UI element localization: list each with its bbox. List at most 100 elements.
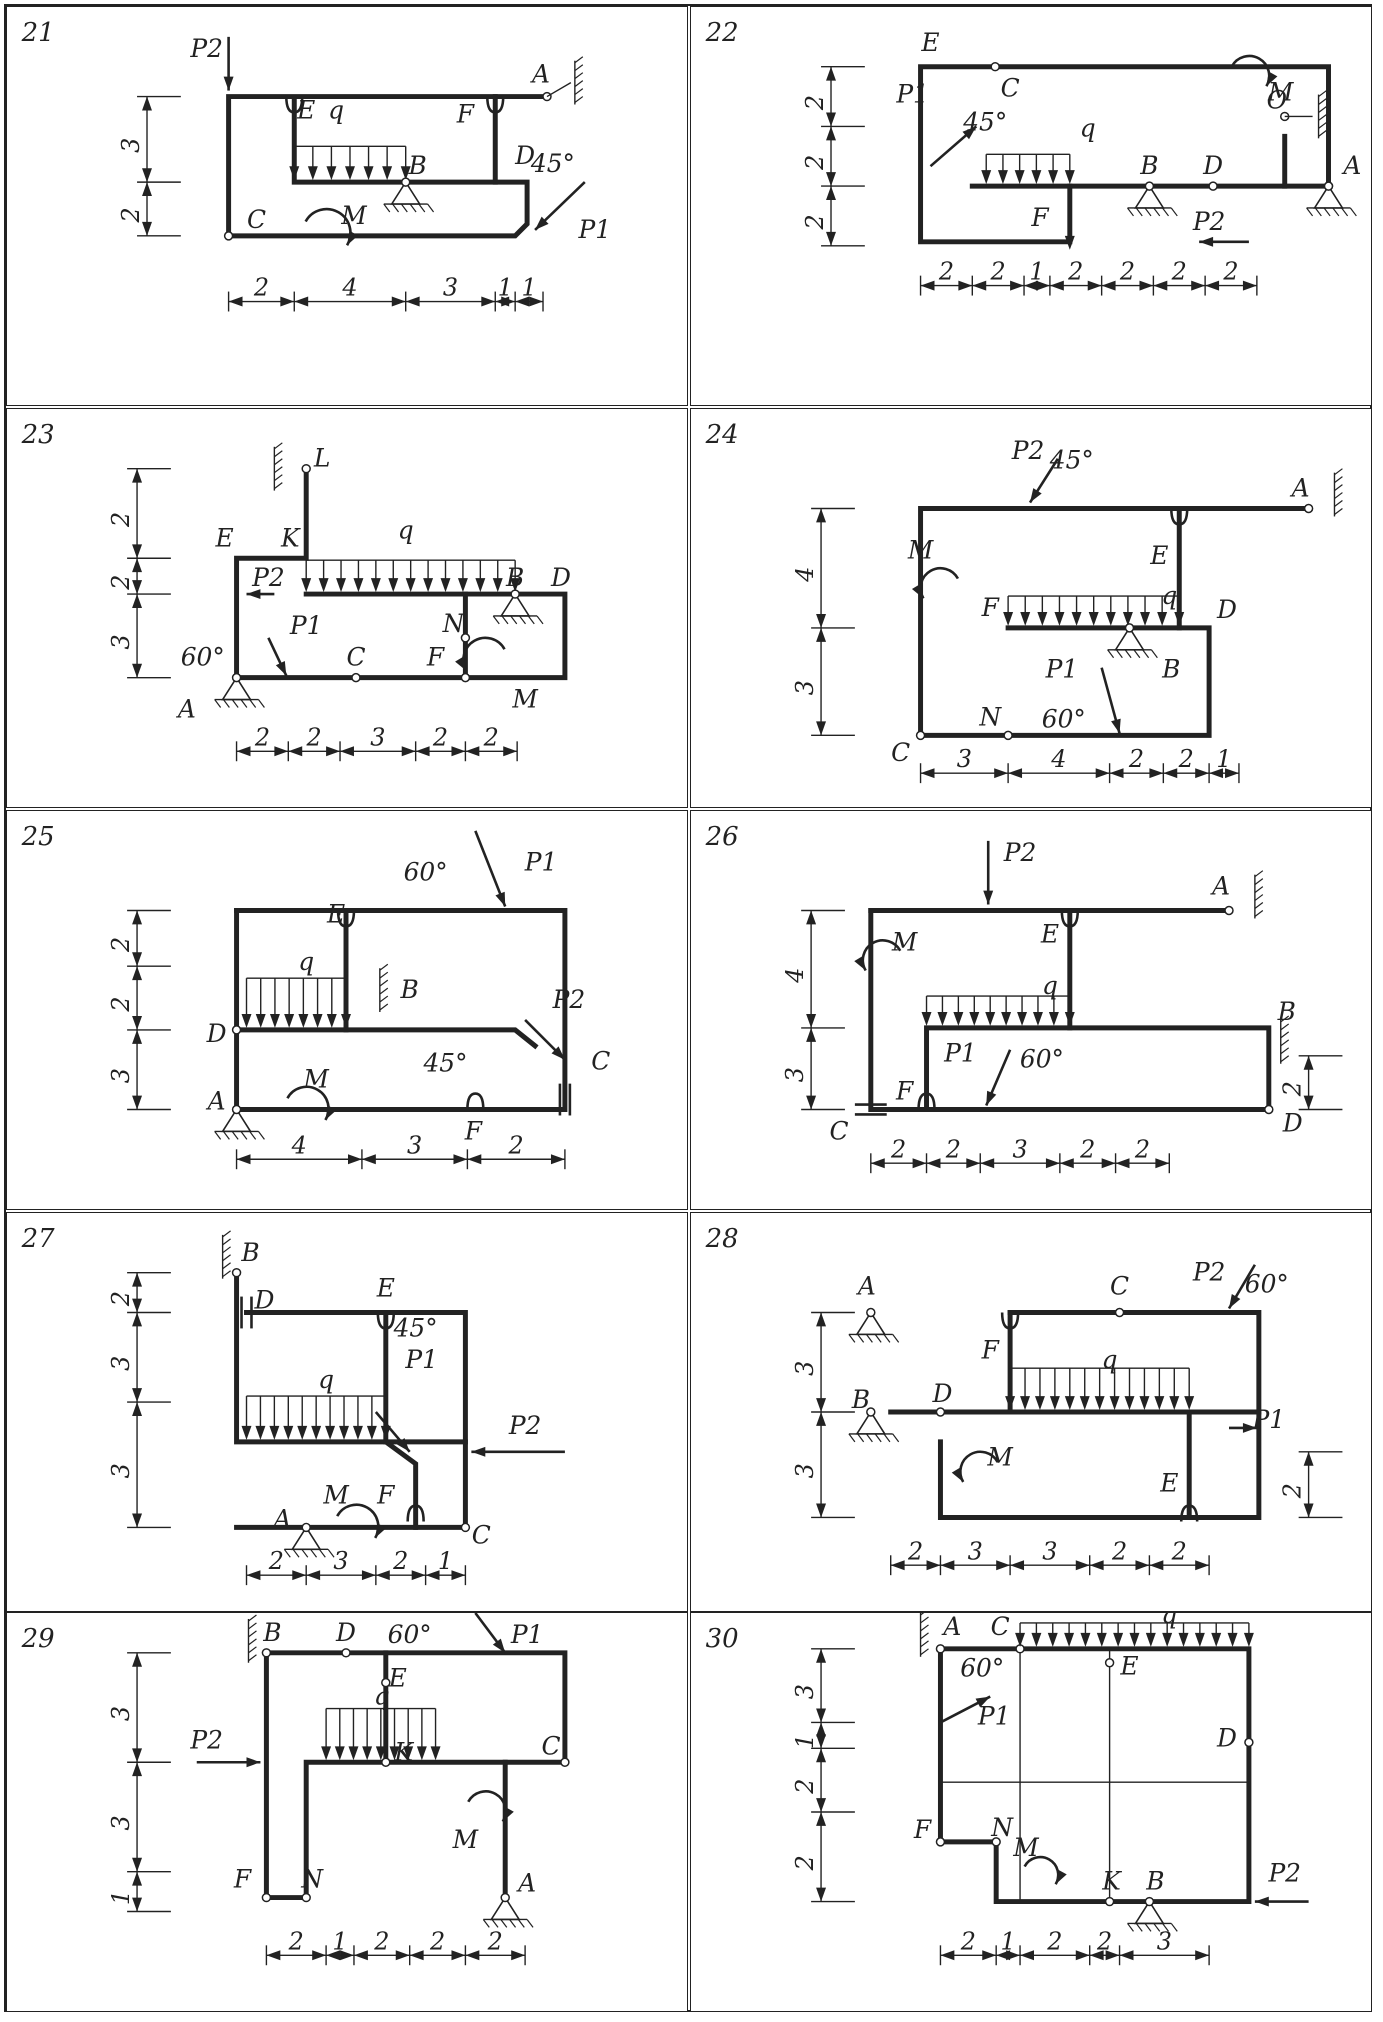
dimension-arrow-icon (1059, 1158, 1074, 1169)
frame-main (226, 94, 550, 239)
ground-hatch (1144, 207, 1152, 217)
ground-hatch (1124, 649, 1132, 659)
moment-arrowhead-icon (347, 230, 359, 246)
ground-hatch (240, 699, 248, 708)
load-arrow-icon (1079, 1396, 1090, 1411)
variant-number: 28 (705, 1224, 739, 1254)
dimension-arrow-icon (340, 1950, 354, 1961)
dimension-arrow-icon (972, 280, 987, 291)
ground-hatch (409, 203, 417, 213)
ground-hatch (214, 699, 222, 708)
dimension-arrow-icon (465, 746, 480, 757)
dimension-value: 2 (107, 1291, 135, 1307)
dimension-arrow-icon (996, 1560, 1011, 1571)
ground-hatch (848, 1433, 856, 1443)
ground-hatch (1306, 207, 1314, 217)
load-arrow-icon (1017, 1011, 1028, 1026)
hook-arrow-icon (1170, 508, 1189, 526)
dimension-arrow-icon (501, 296, 516, 307)
point-label: E (376, 1274, 395, 1303)
dimension-arrow-icon (401, 746, 416, 757)
arrowhead-icon (1030, 488, 1042, 503)
dimension-arrow-icon (1149, 768, 1164, 779)
ground-hatch (1323, 207, 1331, 217)
dimension-arrow-icon (1075, 1950, 1090, 1961)
dimension-arrow-icon (1303, 1451, 1314, 1466)
load-arrow-icon (1071, 611, 1082, 626)
point-label: M (452, 1825, 479, 1854)
wall-hatch (1280, 1039, 1290, 1047)
dimension-arrow-icon (405, 296, 420, 307)
dimension-arrow-icon (1303, 1095, 1314, 1110)
load-arrow-icon (1169, 1396, 1180, 1411)
dimension-arrow-icon (816, 1398, 827, 1412)
dimension-value: 2 (429, 1927, 445, 1955)
point-label: 45° (530, 149, 575, 178)
arrowhead-icon (1254, 1896, 1269, 1907)
load-arrow-icon (1001, 1011, 1012, 1026)
dimension-arrow-icon (980, 1158, 995, 1169)
support-hinge (231, 672, 242, 683)
wall-hatch (222, 1238, 231, 1246)
point-label: B (240, 1238, 259, 1267)
dimension-value: 2 (1119, 258, 1135, 286)
load-arrow-icon (255, 1013, 266, 1028)
point-label: P2 (1192, 1258, 1226, 1287)
point-label: C (346, 643, 365, 672)
arrowhead-icon (1111, 718, 1121, 734)
load-arrow-icon (1184, 1396, 1195, 1411)
dimension-arrow-icon (816, 1734, 827, 1749)
point-label: P2 (189, 1725, 223, 1754)
arrowhead-icon (223, 76, 234, 91)
point-label: q (1042, 971, 1058, 1000)
wall-hatch (920, 1640, 929, 1648)
arrowhead-icon (471, 1446, 486, 1457)
variant-number: 29 (21, 1624, 55, 1654)
dimension-value: 2 (1067, 258, 1083, 286)
dimension-arrow-icon (1135, 1560, 1150, 1571)
dimension-arrow-icon (132, 1762, 143, 1777)
point-label: C (1001, 74, 1020, 103)
dimension-value: 2 (288, 1927, 304, 1955)
point-label: P2 (1267, 1859, 1301, 1888)
point-label: P2 (1011, 436, 1045, 465)
point-label: P1 (895, 80, 929, 109)
load-arrow-icon (1020, 611, 1031, 626)
load-arrow-icon (363, 166, 374, 181)
dimension-arrow-icon (806, 1027, 817, 1042)
point-label: 60° (181, 643, 225, 672)
point-label: B (408, 151, 427, 180)
hook-arrow-icon (336, 910, 356, 928)
dimension-arrow-icon (920, 280, 935, 291)
frame-main (937, 1310, 1262, 1520)
point-label: B (1161, 655, 1180, 684)
dimension-value: 4 (781, 968, 809, 984)
joint-hinge (460, 633, 471, 643)
dimension-arrow-icon (826, 172, 836, 187)
moment-arrowhead-icon (455, 656, 467, 672)
arrowhead-icon (1229, 1293, 1241, 1309)
arrowhead-icon (396, 1437, 410, 1452)
dimension-arrow-icon (142, 96, 152, 111)
arrowhead-icon (246, 1757, 261, 1768)
dimension-arrow-icon (132, 1402, 143, 1416)
load-arrow-icon (1031, 170, 1042, 185)
dimension-arrow-icon (1010, 1560, 1025, 1571)
ground-hatch (492, 615, 500, 625)
ground-hatch (222, 1131, 230, 1140)
wall-hatch (1318, 106, 1327, 113)
point-label: P1 (1252, 1405, 1286, 1434)
point-label: C (891, 738, 910, 767)
dimension-arrow-icon (132, 1015, 143, 1030)
load-arrow-icon (1140, 611, 1151, 626)
load-arrow-icon (1178, 1632, 1189, 1647)
wall-hatch (574, 64, 584, 72)
dimension-arrow-icon (132, 468, 143, 483)
point-label: B (262, 1618, 281, 1647)
point-label: M (1012, 1833, 1039, 1862)
point-label: P2 (251, 563, 285, 592)
point-label: A (1210, 872, 1230, 901)
point-label: K (1101, 1867, 1122, 1896)
joint-hinge (1003, 730, 1013, 741)
load-arrow-icon (1064, 170, 1075, 185)
